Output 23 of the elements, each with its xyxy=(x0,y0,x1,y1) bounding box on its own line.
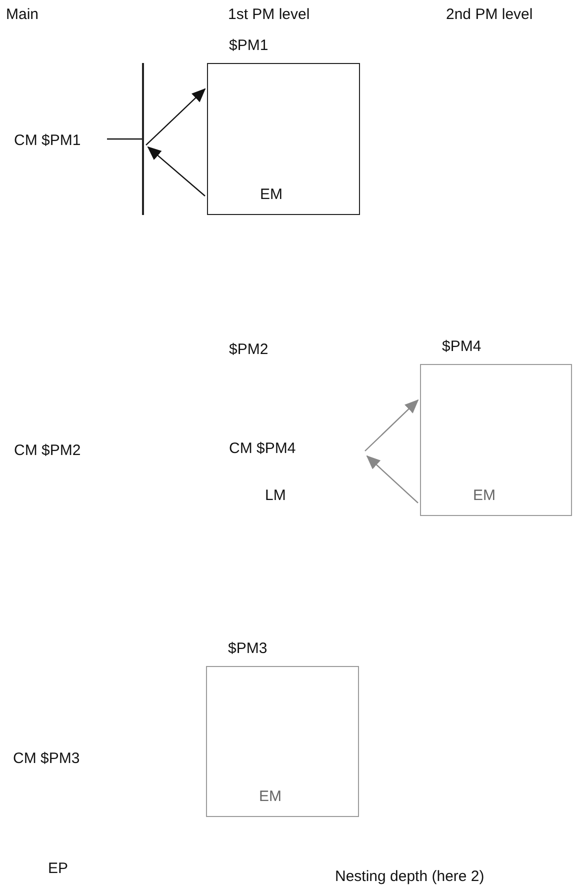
arrow xyxy=(366,455,418,504)
text-label: LM xyxy=(265,486,286,506)
call-label: CM $PM1 xyxy=(14,130,81,152)
text-label: 2nd PM level xyxy=(446,5,533,25)
text-label: CM $PM3 xyxy=(13,749,80,769)
arrow xyxy=(146,88,206,146)
text-label: 1st PM level xyxy=(228,5,310,25)
text-label: CM $PM4 xyxy=(229,439,296,459)
text-label: Nesting depth (here 2) xyxy=(335,867,484,886)
text-label: EP xyxy=(48,859,68,879)
subprogram-name: $PM3 xyxy=(228,639,268,659)
end-mark: EM xyxy=(260,184,282,204)
text-label: CM $PM2 xyxy=(14,441,81,461)
subprogram-name: $PM4 xyxy=(442,337,482,357)
text-label: Main xyxy=(6,5,39,25)
arrow xyxy=(147,146,206,196)
subprogram-name: $PM1 xyxy=(229,36,268,56)
text-label: $PM2 xyxy=(229,340,268,360)
arrow xyxy=(364,399,419,452)
end-mark: EM xyxy=(259,786,282,806)
connector-line xyxy=(107,138,142,140)
end-mark: EM xyxy=(473,486,496,506)
program-line xyxy=(142,63,144,215)
